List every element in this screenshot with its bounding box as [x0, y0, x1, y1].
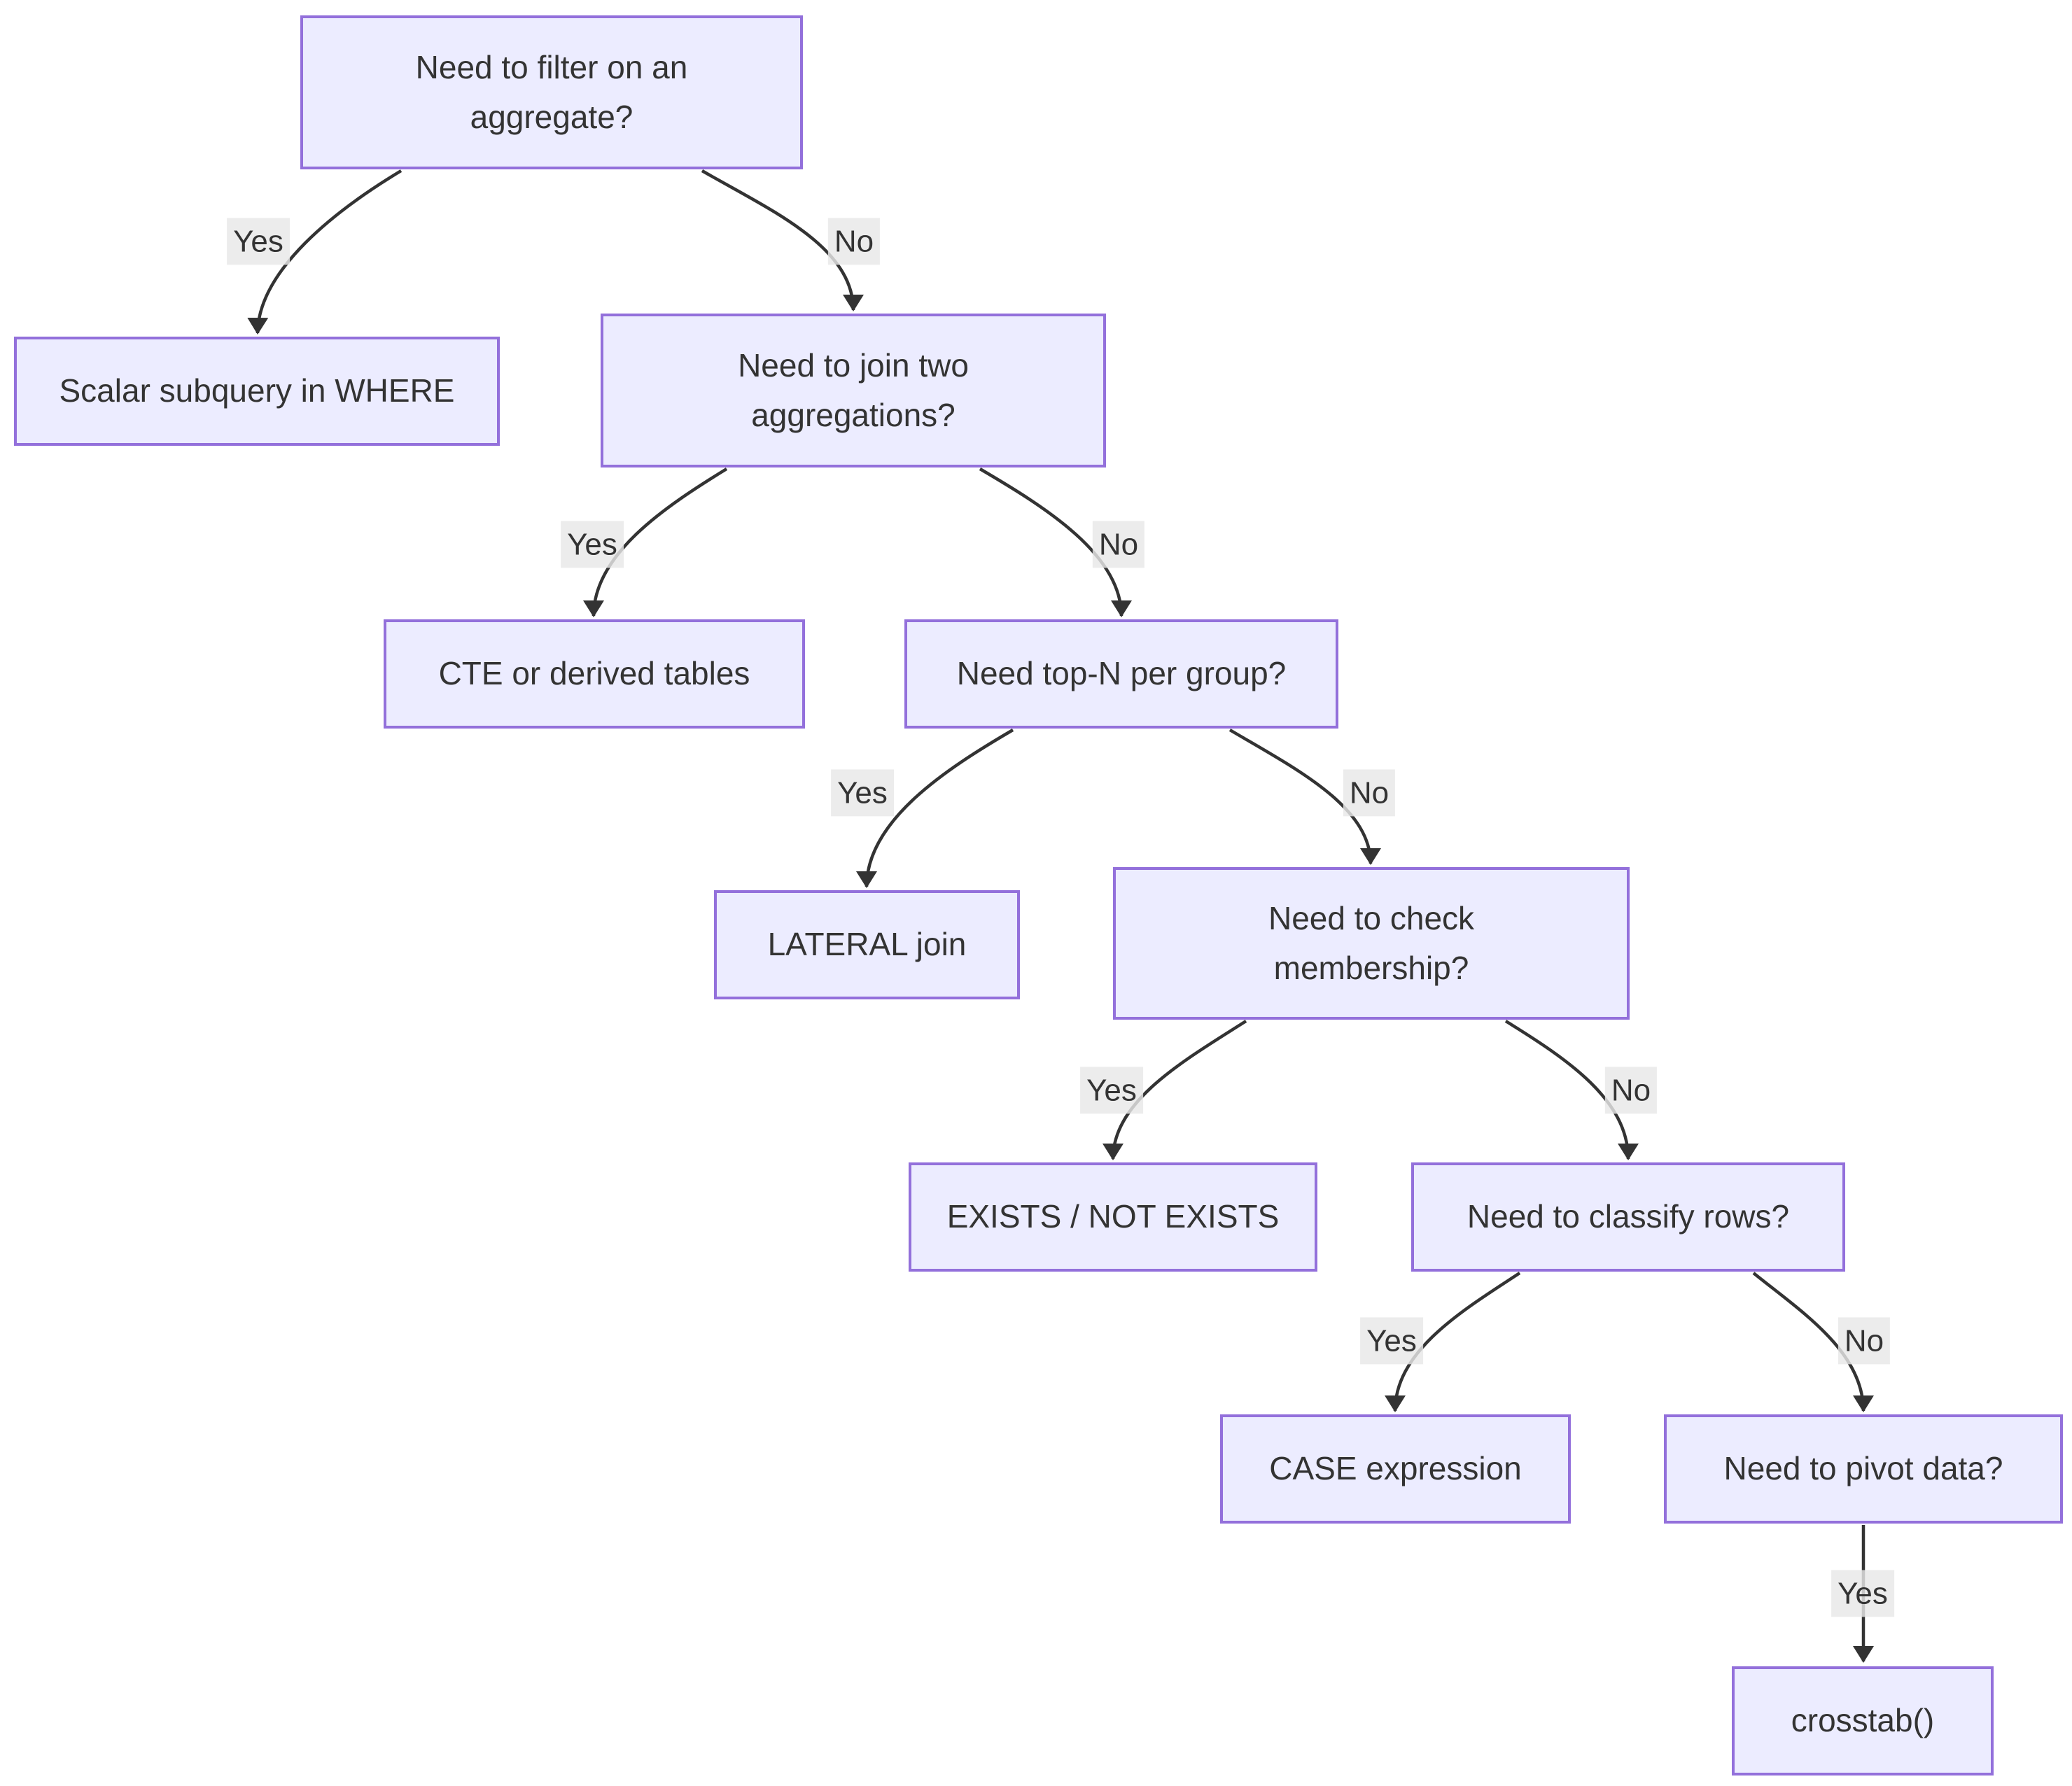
node-label: LATERAL join [767, 926, 967, 963]
node-label: CTE or derived tables [438, 655, 750, 692]
node-label: Need to check membership? [1268, 899, 1475, 986]
edge-label-q2-yes: Yes [561, 521, 624, 568]
edge-q1-to-q2 [701, 169, 864, 311]
edge-q1-to-a1 [247, 169, 402, 335]
edge-q4-to-q5 [1504, 1020, 1639, 1160]
node-join-aggregations-question: Need to join two aggregations? [601, 314, 1106, 467]
edge-q2-to-q3 [979, 467, 1132, 617]
node-label: Need to classify rows? [1466, 1198, 1790, 1235]
edge-label-q2-no: No [1092, 521, 1145, 568]
edge-q3-to-q4 [1228, 729, 1381, 865]
edge-q5-to-a5 [1385, 1272, 1521, 1412]
node-top-n-per-group-question: Need top-N per group? [904, 619, 1338, 729]
node-cte-derived-tables: CTE or derived tables [384, 619, 805, 729]
edge-q2-to-a2 [583, 467, 728, 617]
edge-q4-to-a4 [1102, 1020, 1247, 1160]
node-case-expression: CASE expression [1220, 1414, 1571, 1524]
node-pivot-data-question: Need to pivot data? [1664, 1414, 2063, 1524]
node-label: Scalar subquery in WHERE [59, 372, 455, 409]
edge-label-q5-yes: Yes [1360, 1317, 1423, 1365]
node-label: Need to filter on an aggregate? [415, 48, 688, 135]
edge-q3-to-a3 [856, 729, 1014, 888]
edge-label-q3-yes: Yes [831, 769, 894, 817]
edge-q5-to-q6 [1752, 1272, 1874, 1412]
node-classify-rows-question: Need to classify rows? [1411, 1162, 1845, 1272]
node-label: CASE expression [1269, 1450, 1522, 1487]
edge-label-q4-yes: Yes [1080, 1067, 1143, 1114]
edge-label-q4-no: No [1604, 1067, 1658, 1114]
node-lateral-join: LATERAL join [714, 890, 1020, 999]
node-label: Need top-N per group? [956, 655, 1287, 692]
node-label: Need to pivot data? [1723, 1450, 2003, 1487]
node-exists-not-exists: EXISTS / NOT EXISTS [909, 1162, 1317, 1272]
edge-label-q1-no: No [827, 218, 881, 265]
node-crosstab: crosstab() [1732, 1666, 1994, 1776]
node-filter-aggregate-question: Need to filter on an aggregate? [300, 15, 803, 169]
edge-label-q1-yes: Yes [227, 218, 290, 265]
node-label: EXISTS / NOT EXISTS [946, 1198, 1280, 1235]
node-label: crosstab() [1791, 1702, 1935, 1739]
node-scalar-subquery: Scalar subquery in WHERE [14, 337, 500, 446]
node-label: Need to join two aggregations? [738, 346, 969, 433]
edge-label-q5-no: No [1837, 1317, 1891, 1365]
node-check-membership-question: Need to check membership? [1113, 867, 1630, 1020]
edge-label-q3-no: No [1343, 769, 1396, 817]
edge-label-q6-yes: Yes [1831, 1570, 1894, 1617]
